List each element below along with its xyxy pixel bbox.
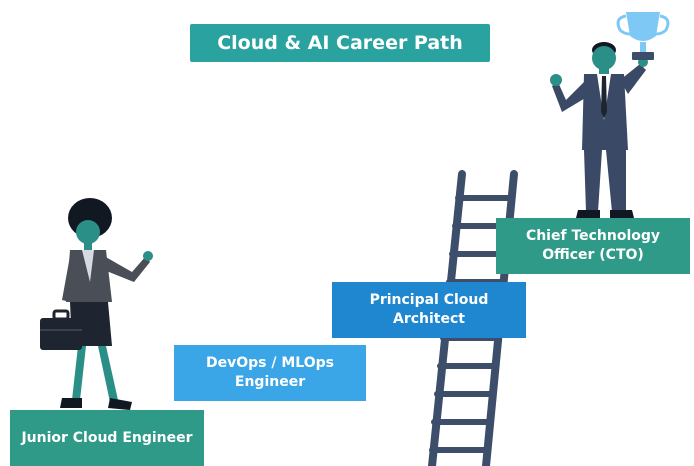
- step-label: DevOps / MLOps Engineer: [206, 355, 334, 390]
- woman-figure: [60, 198, 153, 410]
- step-principal-cloud-architect: Principal Cloud Architect: [332, 282, 526, 338]
- trophy-icon: [616, 12, 670, 60]
- step-junior-cloud-engineer: Junior Cloud Engineer: [10, 410, 204, 466]
- step-chief-technology-officer: Chief Technology Officer (CTO): [496, 218, 690, 274]
- step-label: Principal Cloud Architect: [369, 292, 489, 327]
- page-title: Cloud & AI Career Path: [190, 24, 490, 62]
- man-figure: [550, 42, 648, 218]
- step-label: Chief Technology Officer (CTO): [525, 228, 661, 263]
- step-devops-mlops-engineer: DevOps / MLOps Engineer: [174, 345, 366, 401]
- step-label: Junior Cloud Engineer: [21, 429, 193, 446]
- briefcase-icon: [40, 309, 82, 350]
